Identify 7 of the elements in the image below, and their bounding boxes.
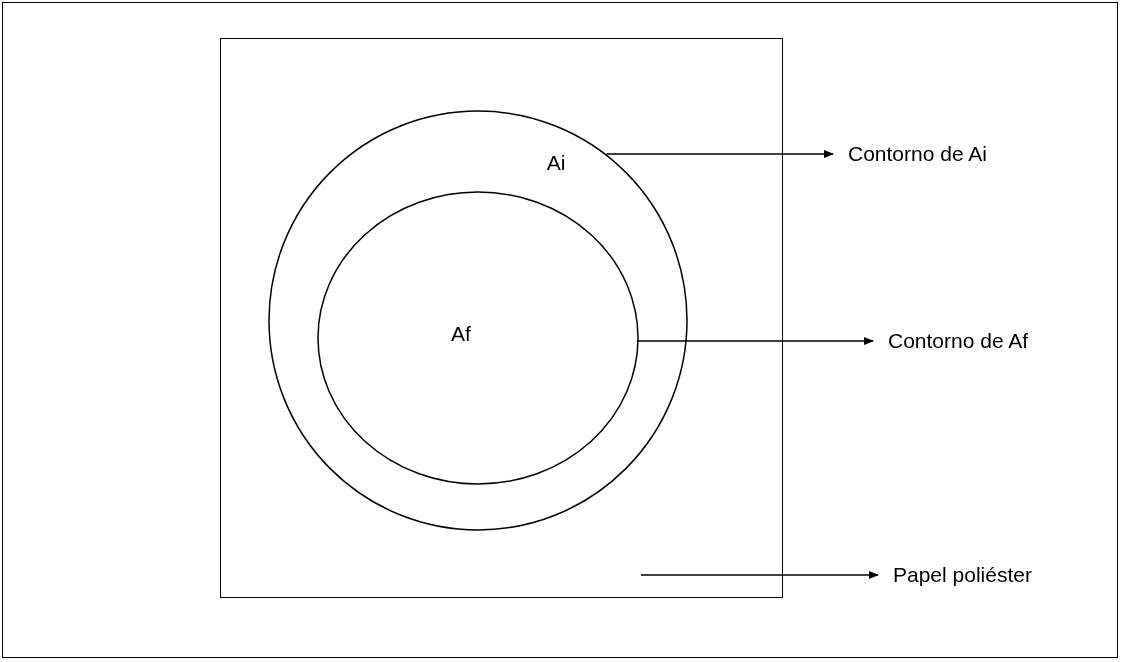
paper-square [220,38,783,598]
leader-arrow [636,337,874,345]
leader-arrow [605,150,834,158]
part-label: Contorno de Af [888,329,1029,353]
leader-arrow [640,571,879,579]
part-label: Contorno de Ai [848,142,987,166]
part-label: Papel poliéster [893,563,1032,587]
